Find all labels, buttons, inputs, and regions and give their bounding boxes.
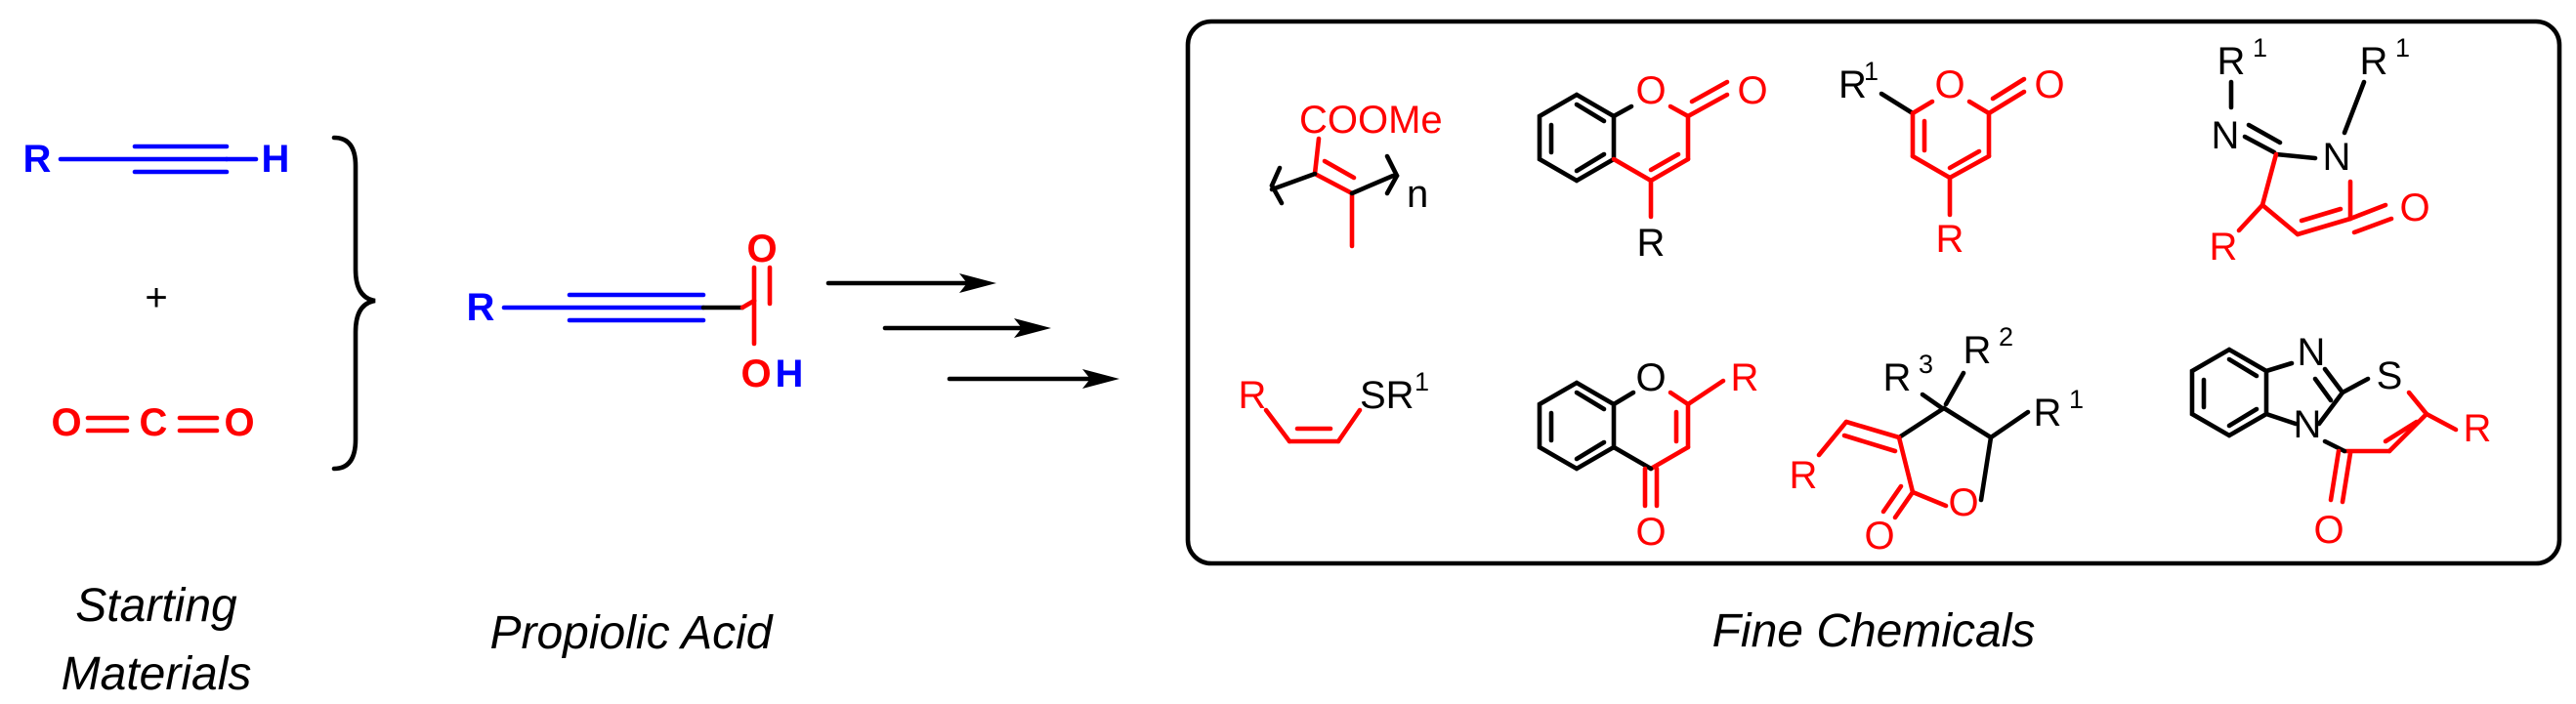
pyrrolone-product: R 1 N R 1 N O R: [2210, 33, 2430, 269]
pyranone-ring-o: O: [1934, 63, 1964, 106]
vinyl-sulfide-r-label: R: [1239, 374, 1267, 417]
caption-fine-chemicals: Fine Chemicals: [1712, 605, 2036, 657]
pyrrolone-r1-top-sup: 1: [2253, 33, 2267, 62]
coumarin-carbonyl-o: O: [1737, 69, 1767, 112]
pyranone-r-label: R: [1936, 218, 1964, 261]
chromone-r-label: R: [1731, 356, 1759, 399]
co2-o-left: O: [51, 401, 81, 444]
benz-r-label: R: [2464, 407, 2492, 450]
chromone-carbonyl-o: O: [1635, 511, 1666, 554]
vinyl-sulfide-sr-label: SR: [1360, 374, 1415, 417]
lactone-r3-sup: 3: [1919, 350, 1933, 379]
lactone-r2-label: R: [1964, 329, 1992, 372]
pyranone-r1-label: R: [1838, 63, 1867, 106]
propiolic-acid-structure: R O O H: [467, 228, 804, 395]
terminal-alkyne: R H: [23, 138, 290, 181]
pyranone-r1-sup: 1: [1864, 57, 1879, 86]
reaction-arrows: [825, 273, 1119, 389]
lactone-carbonyl-o: O: [1864, 515, 1894, 558]
caption-propiolic-acid: Propiolic Acid: [489, 607, 773, 659]
lactone-ring-o: O: [1948, 481, 1978, 524]
lactone-r2-sup: 2: [1999, 322, 2013, 352]
coumarin-product: O O R: [1537, 69, 1768, 265]
pyrrolone-carbonyl-o: O: [2399, 186, 2429, 229]
coumarin-r-label: R: [1637, 222, 1666, 265]
lactone-product: R 3 R 2 R 1 O O R: [1790, 322, 2084, 558]
pyrrolone-imine-n: N: [2212, 114, 2240, 157]
co2-c: C: [140, 401, 168, 444]
benz-n-top: N: [2298, 331, 2326, 374]
coumarin-ring-o: O: [1635, 69, 1666, 112]
polymer-subscript-n: n: [1407, 173, 1428, 216]
lactone-r1-label: R: [2034, 392, 2062, 435]
carbon-dioxide: O C O: [51, 401, 254, 444]
pyranone-product: R 1 O O R: [1838, 57, 2065, 261]
polyacetylene-product: COOMe n: [1269, 99, 1443, 249]
benz-n-bottom: N: [2294, 403, 2322, 446]
chromone-product: O R O: [1537, 356, 1759, 554]
caption-starting-line2: Materials: [62, 648, 252, 700]
pyrrolone-ring-n: N: [2323, 136, 2351, 179]
propiolic-r-label: R: [467, 286, 495, 329]
lactone-r-label: R: [1790, 454, 1818, 497]
benzimidazothiazinone-product: N N S R O: [2189, 331, 2492, 552]
vinyl-sulfide-sup: 1: [1415, 367, 1429, 396]
pyrrolone-r1-n-label: R: [2360, 40, 2388, 83]
pyrrolone-r1-top-label: R: [2217, 40, 2246, 83]
pyranone-carbonyl-o: O: [2034, 63, 2064, 106]
caption-starting-line1: Starting: [75, 580, 237, 632]
vinyl-sulfide-product: R SR 1: [1239, 367, 1429, 444]
lactone-r1-sup: 1: [2069, 385, 2084, 414]
propiolic-hydroxyl-h: H: [776, 352, 804, 395]
alkyne-r-label: R: [23, 138, 52, 181]
pyrrolone-r1-n-sup: 1: [2395, 33, 2410, 62]
pyrrolone-r-label: R: [2210, 226, 2238, 269]
lactone-r3-label: R: [1883, 356, 1912, 399]
co2-o-right: O: [224, 401, 254, 444]
alkyne-h-label: H: [262, 138, 290, 181]
benz-s: S: [2377, 354, 2403, 397]
benz-carbonyl-o: O: [2313, 509, 2344, 552]
products-box: [1185, 19, 2562, 566]
propiolic-hydroxyl-o: O: [740, 352, 771, 395]
plus-sign: +: [145, 276, 167, 319]
chromone-ring-o: O: [1635, 356, 1666, 399]
polymer-ester-label: COOMe: [1299, 99, 1443, 142]
grouping-brace: [331, 135, 376, 472]
propiolic-carbonyl-o: O: [746, 228, 777, 270]
